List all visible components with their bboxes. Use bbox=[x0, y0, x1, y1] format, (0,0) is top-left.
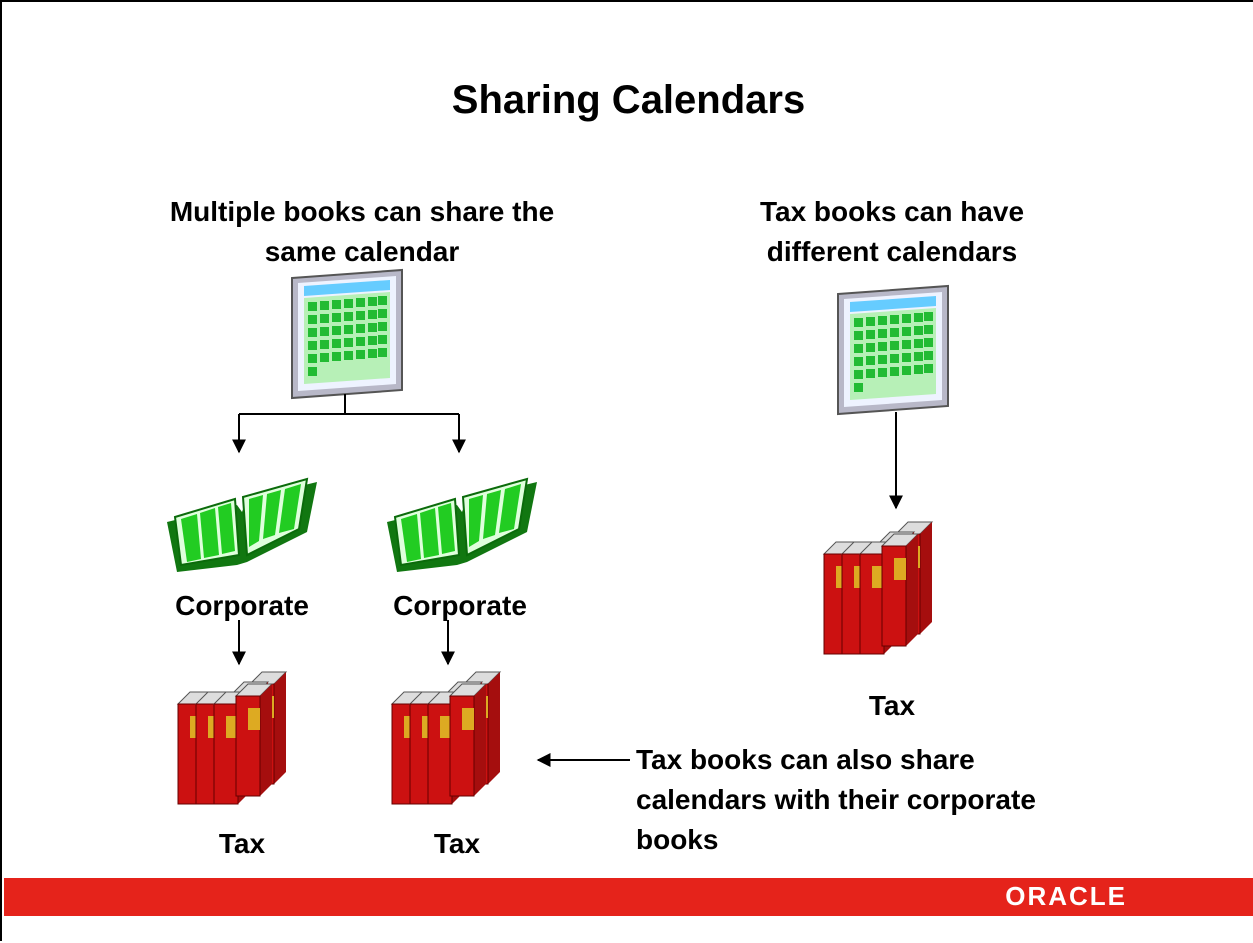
tax-books-icon-3 bbox=[824, 522, 932, 654]
note-line-1: Tax books can also share bbox=[636, 744, 975, 775]
footer-bar: ORACLE bbox=[4, 878, 1253, 916]
oracle-logo: ORACLE bbox=[1005, 881, 1127, 911]
tax-label-1: Tax bbox=[218, 828, 266, 859]
left-caption-line-2: same calendar bbox=[264, 236, 460, 267]
note-line-3: books bbox=[636, 824, 719, 855]
corporate-book-icon-1 bbox=[166, 478, 318, 573]
tax-label-2: Tax bbox=[433, 828, 481, 859]
corporate-label-2: Corporate bbox=[393, 590, 527, 621]
shared-calendar-connector bbox=[232, 394, 466, 454]
right-caption-line-1: Tax books can have bbox=[759, 196, 1025, 227]
tax-label-3: Tax bbox=[868, 690, 916, 721]
corporate-book-icon-2 bbox=[386, 478, 538, 573]
corporate-label-1: Corporate bbox=[175, 590, 309, 621]
tax-books-icon-1 bbox=[178, 672, 286, 804]
tax-books-icon-2 bbox=[392, 672, 500, 804]
left-caption: Multiple books can share the same calend… bbox=[102, 192, 622, 272]
tax-calendar-icon bbox=[837, 285, 949, 415]
note-line-2: calendars with their corporate bbox=[636, 784, 1036, 815]
shared-calendar-icon bbox=[291, 269, 403, 399]
slide-title: Sharing Calendars bbox=[451, 78, 806, 122]
left-caption-line-1: Multiple books can share the bbox=[169, 196, 555, 227]
right-caption: Tax books can have different calendars bbox=[672, 192, 1112, 272]
shared-calendar-note: Tax books can also share calendars with … bbox=[636, 740, 1036, 860]
right-caption-line-2: different calendars bbox=[766, 236, 1018, 267]
